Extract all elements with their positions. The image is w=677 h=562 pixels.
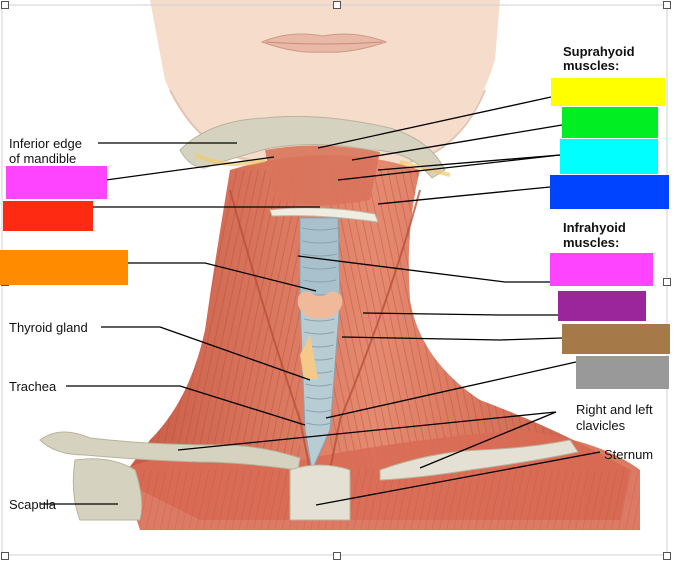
resize-handle-bottom-left[interactable] [1,552,9,560]
resize-handle-top-middle[interactable] [333,1,341,9]
answer-box-brown[interactable] [562,324,670,354]
trachea-ring [306,409,332,413]
trachea-ring [305,383,333,387]
leader-clavicle-left [177,411,557,451]
chest-fibers [140,470,640,530]
infrahyoid-header-line2: muscles: [563,235,620,250]
suprahyoid-region [265,145,380,205]
leader-cyan-b [377,154,561,171]
trachea-ring [304,331,335,335]
trachea-ring [302,240,338,244]
trachea-ring [303,318,335,322]
answer-box-magenta-left[interactable] [6,166,107,199]
mouth-line [265,41,383,45]
scm-right [329,189,421,471]
hyoid-bone [269,207,379,223]
thyroid-gland [297,291,343,319]
answer-box-gray[interactable] [576,356,669,389]
mandible-fat-r [399,160,451,177]
left-clavicle [39,431,301,471]
resize-handle-top-left[interactable] [1,1,9,9]
scapula [72,458,143,521]
leader-brown [341,336,563,341]
leader-lines [40,96,601,506]
answer-box-green[interactable] [562,107,658,138]
answer-box-purple[interactable] [558,291,646,321]
leader-purple [362,312,558,316]
leader-orange-left [128,262,317,292]
sternum [289,464,351,521]
label-clavicles-line2: clavicles [576,418,626,433]
leader-trachea [66,385,306,426]
answer-box-red-left[interactable] [3,201,93,231]
label-inferior-edge-line2: of mandible [9,151,77,166]
leader-pink [297,255,550,283]
mouth [260,33,388,53]
label-clavicles-line1: Right and left [576,402,653,417]
trachea-ring [302,266,337,270]
trachea-ring [301,227,339,231]
trachea-ring [302,253,338,257]
thyroid-isthmus [300,335,318,380]
answer-box-pink[interactable] [550,253,653,286]
scm-left [229,189,311,471]
answer-box-yellow[interactable] [551,78,665,106]
leader-magenta-left [105,156,275,181]
trachea-ring [306,422,331,426]
leader-green [351,124,563,161]
leader-yellow [317,96,552,149]
leader-sternum [315,451,601,506]
leader-thyroid-b [159,326,311,381]
infrahyoid-header-line1: Infrahyoid [563,220,626,235]
trachea-ring [305,396,332,400]
answer-box-blue[interactable] [550,175,669,209]
trachea-ring [303,279,337,283]
leader-cyan-a [337,154,561,181]
leader-blue [377,186,551,205]
label-sternum: Sternum [604,447,654,462]
label-thyroid-gland: Thyroid gland [9,320,88,335]
answer-box-cyan[interactable] [560,139,658,174]
label-trachea: Trachea [9,379,57,394]
right-clavicle [379,439,579,481]
leader-clavicle-right [419,411,557,469]
suprahyoid-header-line1: Suprahyoid [563,44,635,59]
leader-gray [325,361,577,419]
label-scapula: Scapula [9,497,56,512]
neck-muscles-fibers-right [330,170,630,500]
label-inferior-edge-line1: Inferior edge [9,136,82,151]
resize-handle-middle-right[interactable] [663,278,671,286]
neck-muscles-fibers-left [120,170,300,480]
resize-handle-bottom-right[interactable] [663,552,671,560]
suprahyoid-header-line2: muscles: [563,58,620,73]
resize-handle-top-right[interactable] [663,1,671,9]
answer-box-orange-left[interactable] [0,250,128,285]
resize-handle-bottom-middle[interactable] [333,552,341,560]
